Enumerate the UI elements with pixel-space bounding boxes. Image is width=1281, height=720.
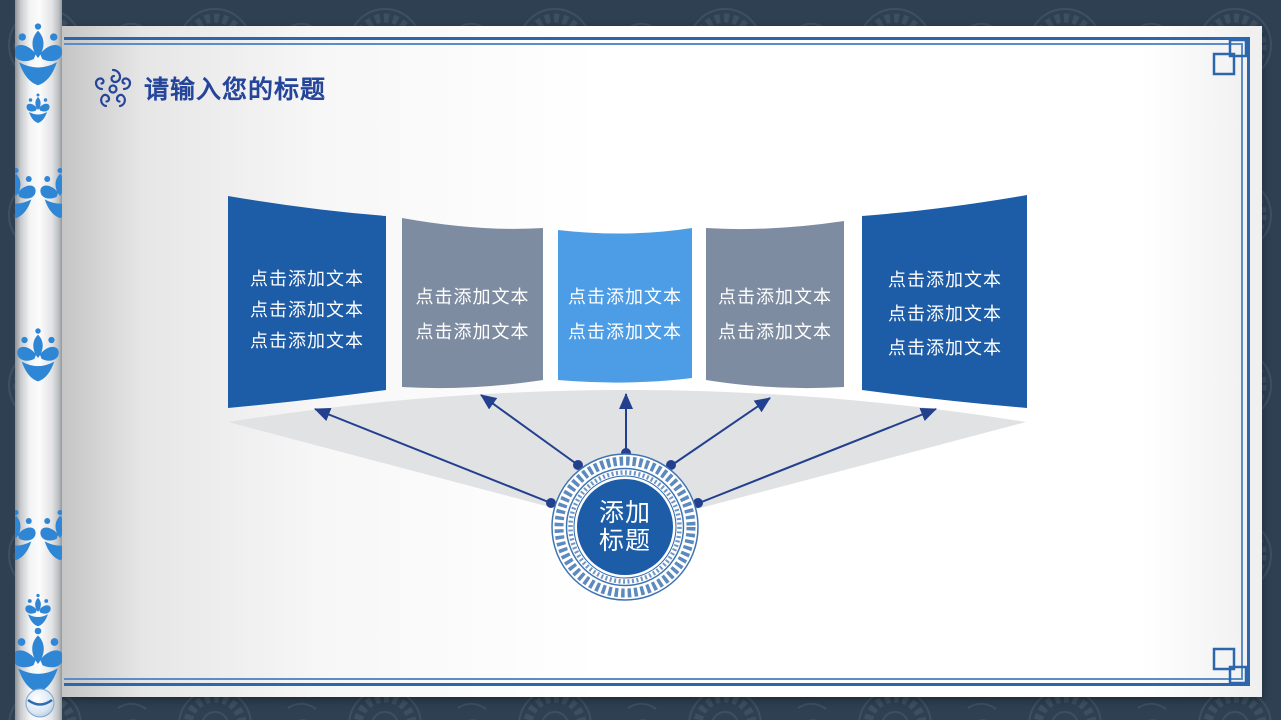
center-badge-line[interactable]: 标题 — [598, 527, 651, 555]
connector-arrow-2 — [480, 394, 579, 466]
connector-arrow-1 — [314, 408, 552, 504]
panel-4-text[interactable]: 点击添加文本 点击添加文本 — [704, 280, 846, 350]
corner-knot-icon — [1212, 647, 1248, 683]
scroll-knob-bottom — [25, 688, 55, 718]
scroll-knob-bottom-pattern — [27, 698, 53, 706]
border-line-top — [64, 37, 1250, 40]
panel-text-line[interactable]: 点击添加文本 — [250, 300, 364, 320]
porcelain-ring-dots — [568, 470, 682, 584]
border-line-bottom-inner — [64, 678, 1243, 680]
panel-text-line[interactable]: 点击添加文本 — [568, 287, 682, 307]
connector-arrows — [314, 393, 937, 504]
center-badge-line[interactable]: 添加 — [598, 499, 651, 527]
panel-text-line[interactable]: 点击添加文本 — [568, 322, 682, 342]
panel-1-text[interactable]: 点击添加文本 点击添加文本 点击添加文本 — [228, 264, 386, 357]
border-line-right — [1247, 37, 1250, 686]
connector-arrow-5 — [698, 408, 937, 504]
porcelain-ring-lace — [554, 456, 696, 598]
scroll-rod — [15, 0, 62, 720]
center-badge[interactable] — [551, 453, 699, 601]
panel-5[interactable] — [862, 195, 1027, 408]
panel-text-line[interactable]: 点击添加文本 — [415, 287, 530, 307]
porcelain-ring-inner-line — [573, 475, 677, 579]
border-line-right-inner — [1241, 43, 1243, 680]
cloud-ornament-icon — [94, 68, 132, 108]
panel-4[interactable] — [706, 221, 844, 389]
border-line-top-inner — [64, 43, 1243, 45]
panel-1[interactable] — [228, 196, 386, 408]
porcelain-ring-line — [565, 467, 685, 587]
panel-3-text[interactable]: 点击添加文本 点击添加文本 — [556, 280, 694, 350]
connector-dot — [546, 498, 556, 508]
border-line-bottom — [64, 683, 1250, 686]
panel-text-line[interactable]: 点击添加文本 — [250, 331, 364, 351]
panel-text-line[interactable]: 点击添加文本 — [415, 322, 530, 342]
center-badge-circle[interactable] — [577, 479, 673, 575]
center-badge-label[interactable]: 添加 标题 — [575, 499, 675, 555]
title-row: 请输入您的标题 — [94, 66, 326, 110]
panel-text-line[interactable]: 点击添加文本 — [888, 270, 1002, 290]
panel-2-text[interactable]: 点击添加文本 点击添加文本 — [400, 280, 545, 350]
panel-text-line[interactable]: 点击添加文本 — [888, 304, 1002, 324]
panel-5-text[interactable]: 点击添加文本 点击添加文本 点击添加文本 — [862, 263, 1028, 365]
panel-text-line[interactable]: 点击添加文本 — [718, 287, 832, 307]
panel-text-line[interactable]: 点击添加文本 — [718, 322, 832, 342]
connector-arrow-4 — [671, 397, 771, 466]
panel-2[interactable] — [402, 218, 543, 389]
panel-text-line[interactable]: 点击添加文本 — [250, 269, 364, 289]
slide-title[interactable]: 请输入您的标题 — [144, 76, 327, 104]
corner-knot-icon — [1212, 40, 1248, 76]
panel-text-line[interactable]: 点击添加文本 — [888, 338, 1002, 358]
connector-dot — [573, 460, 583, 470]
panel-3[interactable] — [558, 228, 692, 383]
